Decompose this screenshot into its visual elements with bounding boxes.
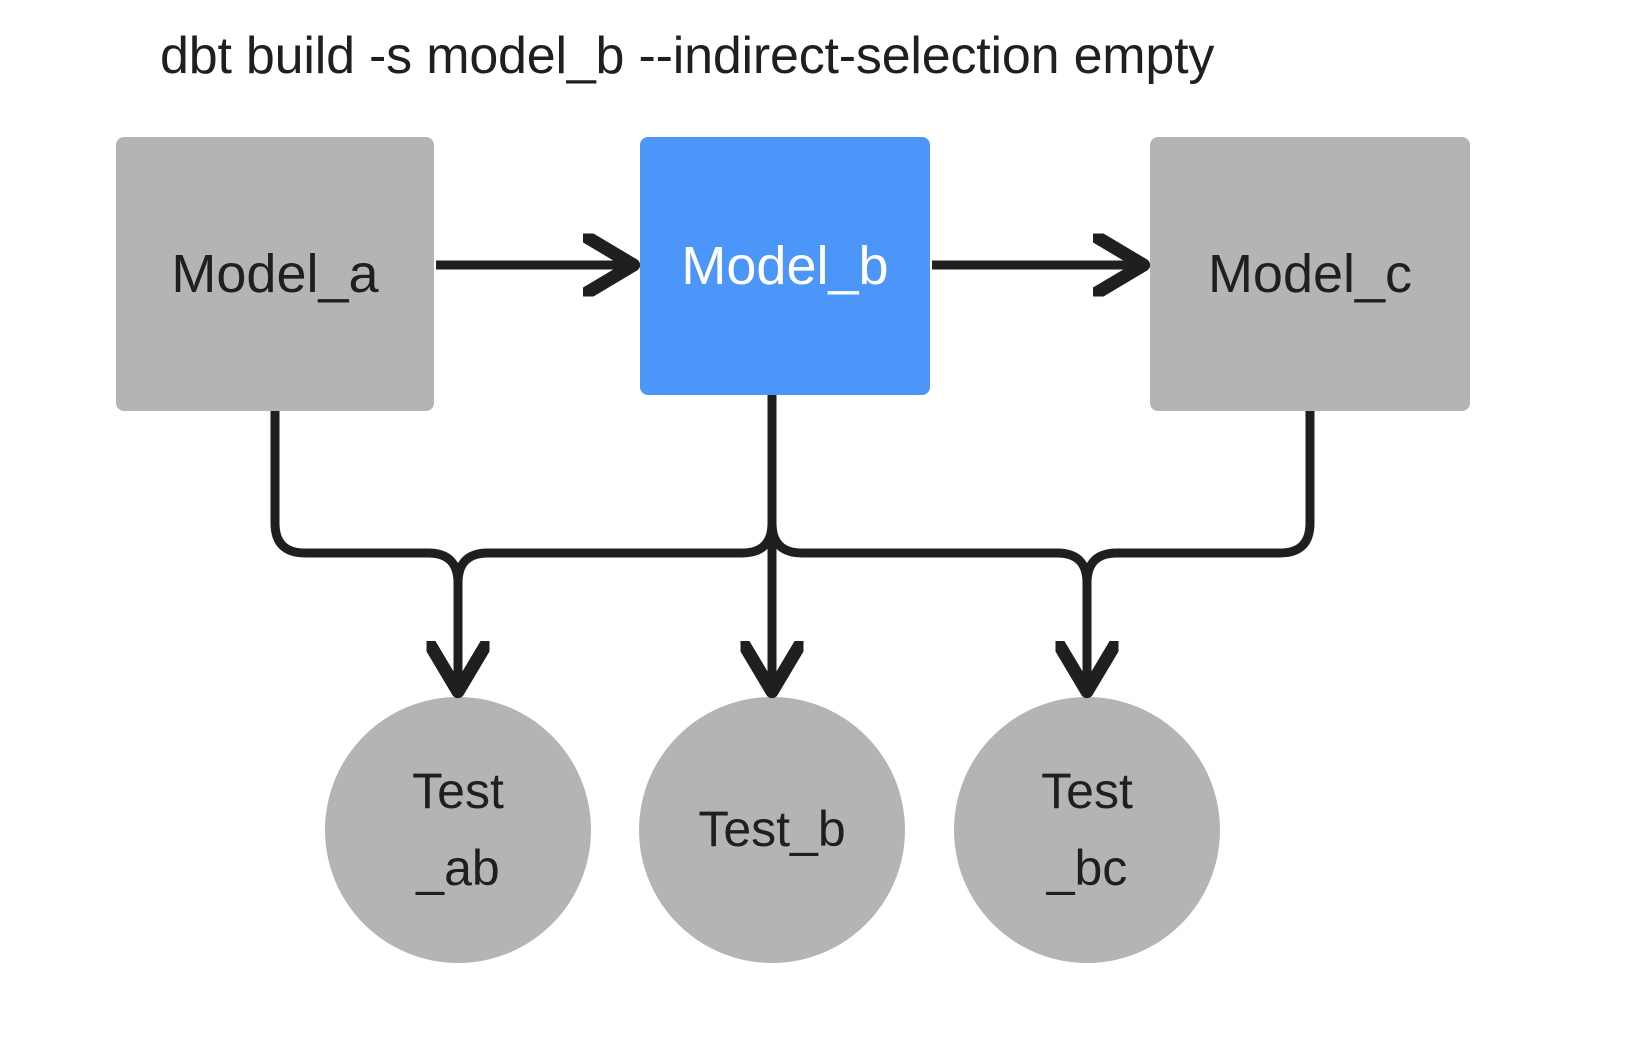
edge-model-b-to-test-bc [767,395,1092,688]
node-model-a[interactable] [116,137,434,411]
diagram-title: dbt build -s model_b --indirect-selectio… [160,27,1215,85]
node-model-b[interactable] [640,137,930,395]
node-model-c[interactable] [1150,137,1470,411]
node-test-b[interactable] [639,697,905,963]
edge-model-b-to-test-ab [453,395,777,688]
node-test-bc[interactable] [954,697,1220,963]
edge-model-a-to-test-ab [270,411,458,688]
edge-model-c-to-test-bc [1087,411,1315,688]
node-test-ab[interactable] [325,697,591,963]
